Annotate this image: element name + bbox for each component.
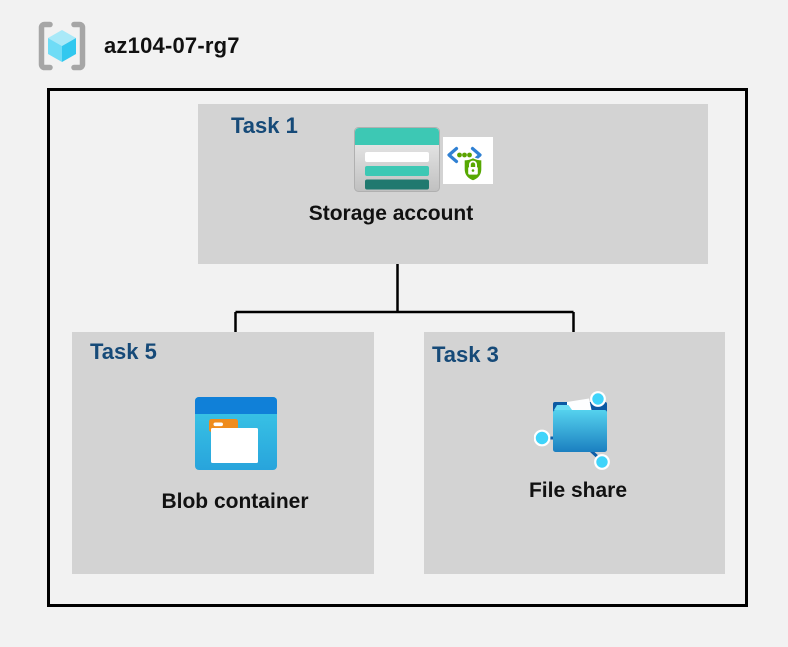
resource-group-icon (38, 21, 86, 71)
task3-box: Task 3 File share (424, 332, 725, 574)
storage-account-icon (354, 127, 440, 192)
task3-label: Task 3 (432, 342, 499, 367)
file-share-label: File share (528, 479, 628, 502)
task5-box: Task 5 Blob container (72, 332, 374, 574)
blob-container-label: Blob container (161, 490, 309, 513)
task1-label: Task 1 (231, 113, 298, 138)
blob-container-icon (195, 397, 277, 470)
task1-box: Task 1 Storage (198, 104, 708, 264)
secure-access-icon (443, 137, 493, 184)
storage-account-label: Storage account (308, 202, 474, 225)
resource-group-boundary (47, 88, 748, 607)
file-share-icon (534, 391, 610, 470)
resource-group-title: az104-07-rg7 (104, 33, 240, 58)
task5-label: Task 5 (90, 339, 157, 364)
